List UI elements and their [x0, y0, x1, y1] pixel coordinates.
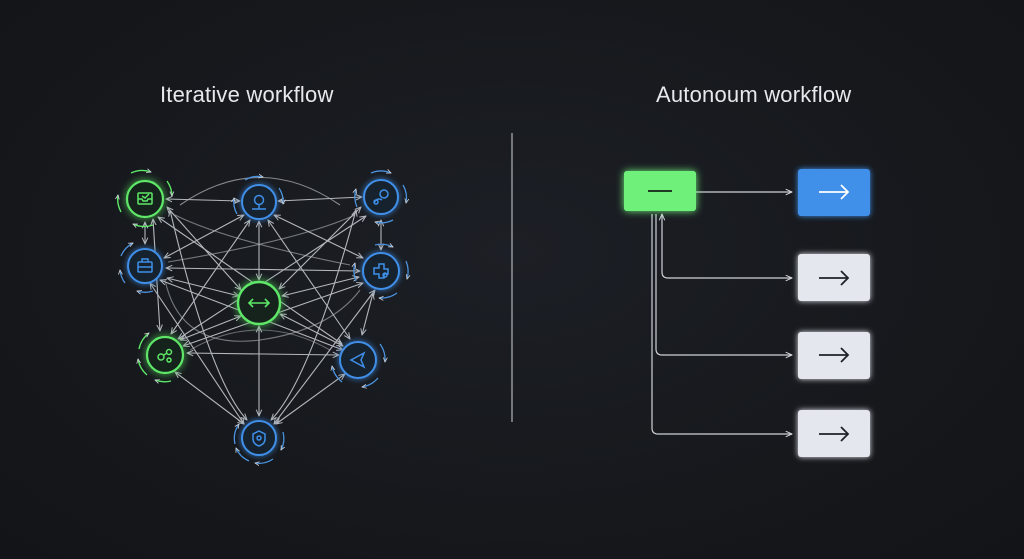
user-link-icon [373, 189, 389, 205]
molecule-node[interactable] [138, 333, 185, 382]
iterative-workflow-title: Iterative workflow [160, 82, 334, 107]
cycle-arrows-icon [332, 343, 385, 387]
target-box-3[interactable] [798, 332, 870, 379]
autonomous-workflow-title: Autonoum workflow [656, 82, 852, 107]
cycle-arrows-icon [120, 242, 154, 292]
send-icon [349, 351, 366, 369]
arrow-right-icon [819, 426, 850, 442]
person-pin-node[interactable] [234, 176, 283, 220]
shield-icon [252, 430, 266, 447]
user-link-node[interactable] [355, 171, 407, 223]
person-pin-icon [252, 194, 266, 210]
shield-node[interactable] [233, 420, 283, 463]
inbox-icon [137, 192, 153, 205]
cycle-arrows-icon [233, 424, 283, 463]
bidirectional-arrows-icon [247, 298, 271, 308]
arrow-right-icon [819, 270, 850, 286]
cycle-arrows-icon [354, 244, 408, 298]
briefcase-node[interactable] [120, 242, 163, 292]
molecule-icon [157, 348, 173, 363]
send-node[interactable] [332, 341, 385, 387]
arrow-right-icon [819, 184, 850, 200]
target-box-active[interactable] [798, 169, 870, 216]
target-box-2[interactable] [798, 254, 870, 301]
cycle-arrows-icon [355, 171, 407, 223]
inbox-node[interactable] [118, 171, 172, 227]
target-box-4[interactable] [798, 410, 870, 457]
dispatch-connections [651, 192, 792, 434]
cycle-arrows-icon [118, 171, 172, 227]
puzzle-gear-icon [373, 263, 389, 279]
arrow-right-icon [819, 347, 850, 363]
cycle-arrows-icon [234, 176, 283, 215]
cycle-arrows-icon [138, 333, 172, 382]
briefcase-icon [137, 258, 153, 273]
puzzle-gear-node[interactable] [354, 244, 408, 298]
source-task-box[interactable] [624, 171, 696, 211]
central-hub-node[interactable] [236, 280, 282, 326]
